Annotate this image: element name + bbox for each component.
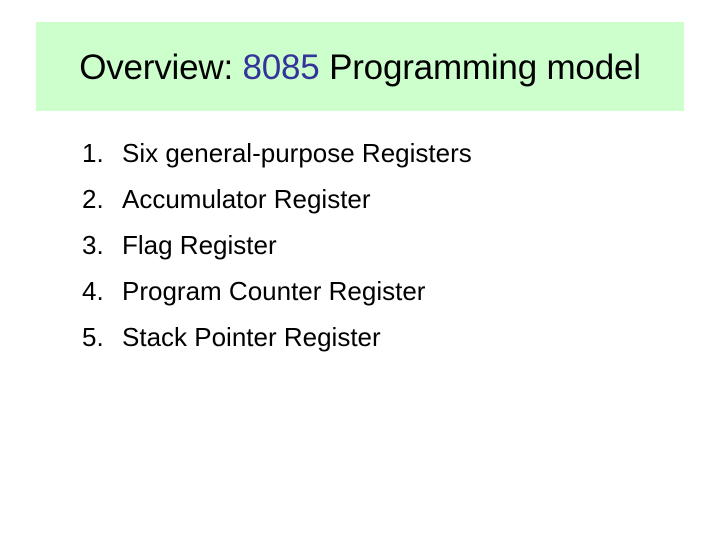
title-box: Overview: 8085 Programming model [36, 22, 684, 111]
list-label: Stack Pointer Register [122, 322, 381, 352]
list-item: 1. Six general-purpose Registers [82, 130, 472, 176]
list-item: 2. Accumulator Register [82, 176, 472, 222]
slide-title: Overview: 8085 Programming model [79, 48, 641, 88]
list-label: Accumulator Register [122, 184, 371, 214]
list-label: Program Counter Register [122, 276, 426, 306]
register-list: 1. Six general-purpose Registers 2. Accumu… [82, 130, 472, 360]
list-item: 4. Program Counter Register [82, 268, 472, 314]
list-label: Flag Register [122, 230, 277, 260]
list-number: 2. [82, 184, 104, 214]
list-number: 5. [82, 322, 104, 352]
title-accent: 8085 [242, 47, 320, 87]
list-number: 1. [82, 138, 104, 168]
list-label: Six general-purpose Registers [122, 138, 472, 168]
title-suffix: Programming model [319, 47, 641, 87]
title-prefix: Overview: [79, 47, 243, 87]
list-item: 5. Stack Pointer Register [82, 314, 472, 360]
list-number: 3. [82, 230, 104, 260]
list-number: 4. [82, 276, 104, 306]
list-item: 3. Flag Register [82, 222, 472, 268]
